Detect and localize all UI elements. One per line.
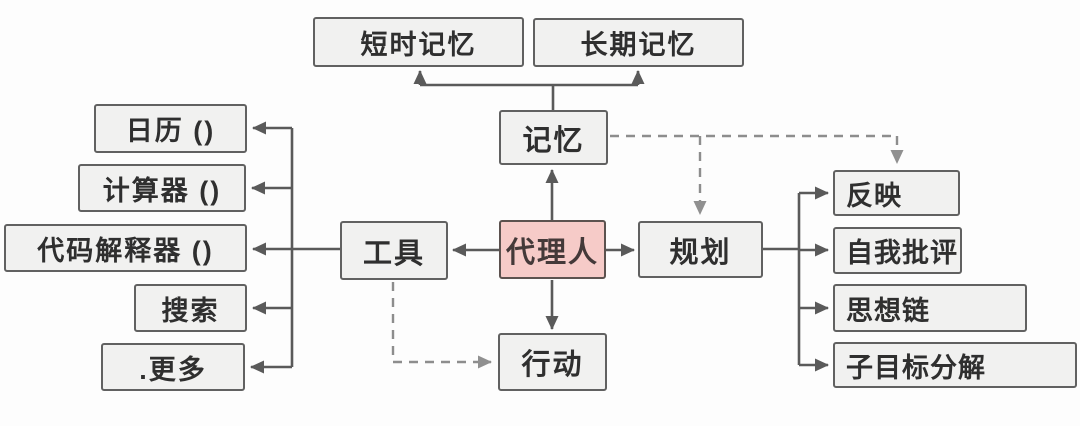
edge-memory-to-memory-types [413, 70, 645, 110]
node-subgoal-decomposition[interactable]: 子目标分解 [833, 342, 1077, 388]
node-tools[interactable]: 工具 [340, 221, 448, 280]
node-search[interactable]: 搜索 [134, 284, 247, 332]
node-short-term-memory[interactable]: 短时记忆 [313, 17, 524, 67]
edge-memory-dashed [610, 134, 904, 215]
node-memory[interactable]: 记忆 [499, 110, 608, 165]
edge-planning-to-strategies [763, 186, 829, 372]
node-more[interactable]: .更多 [101, 343, 245, 391]
node-code-interpreter[interactable]: 代码解释器 () [4, 224, 247, 272]
node-reflection[interactable]: 反映 [833, 170, 960, 216]
node-action[interactable]: 行动 [498, 333, 607, 391]
node-planning[interactable]: 规划 [638, 221, 763, 278]
node-self-critique[interactable]: 自我批评 [833, 227, 962, 274]
node-long-term-memory[interactable]: 长期记忆 [533, 18, 744, 67]
node-agent[interactable]: 代理人 [499, 220, 606, 279]
node-chain-of-thought[interactable]: 思想链 [833, 284, 1027, 332]
edge-tools-to-action-dashed [391, 282, 492, 369]
node-calculator[interactable]: 计算器 () [78, 164, 246, 212]
node-calendar[interactable]: 日历 () [94, 104, 247, 153]
